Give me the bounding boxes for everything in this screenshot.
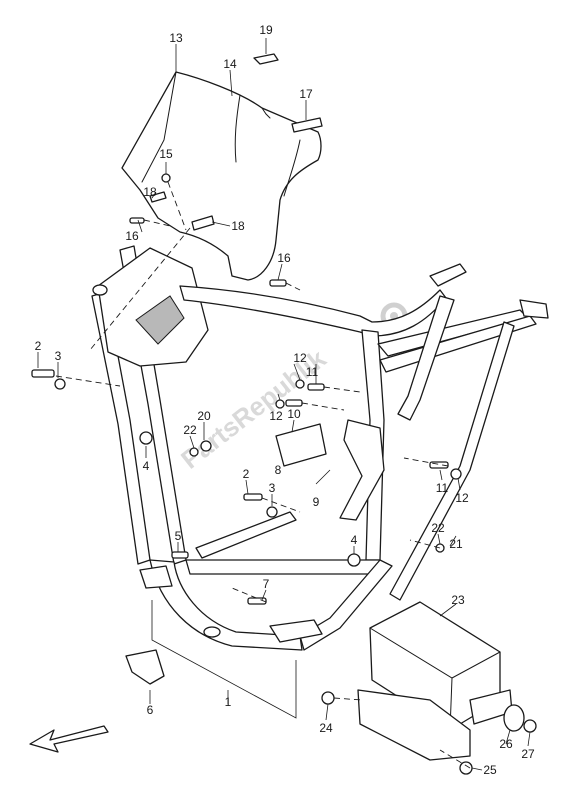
callout-8: 8 <box>275 463 282 477</box>
callout-21: 21 <box>449 537 463 551</box>
callout-12-upper: 12 <box>293 351 307 365</box>
trim-18-lower <box>191 215 215 231</box>
callout-24: 24 <box>319 721 333 735</box>
bracket-8 <box>275 423 327 467</box>
callout-5: 5 <box>175 529 182 543</box>
callout-11-right: 11 <box>436 481 449 495</box>
callout-19: 19 <box>259 23 273 37</box>
callout-18-lower: 18 <box>231 219 245 233</box>
trim-19 <box>253 53 279 65</box>
callout-12-right: 12 <box>455 491 469 505</box>
bracket-9 <box>339 419 385 521</box>
callout-4-mid: 4 <box>351 533 358 547</box>
callout-4-left: 4 <box>143 459 150 473</box>
battery-box <box>357 601 513 761</box>
callout-14: 14 <box>223 57 237 71</box>
callout-22-right: 22 <box>431 521 445 535</box>
side-cover <box>121 71 322 281</box>
fasteners <box>31 173 462 605</box>
callout-18-upper: 18 <box>143 185 157 199</box>
callout-10: 10 <box>287 407 301 421</box>
trim-17 <box>291 117 323 133</box>
callout-16-right: 16 <box>277 251 291 265</box>
callout-20: 20 <box>197 409 211 423</box>
front-arrow-icon <box>29 725 109 753</box>
callout-11-upper: 11 <box>306 365 319 379</box>
bolt-24 <box>321 691 335 705</box>
trim-18-upper <box>149 191 167 203</box>
callout-2-mid: 2 <box>243 467 250 481</box>
callout-26: 26 <box>499 737 513 751</box>
callout-25: 25 <box>483 763 497 777</box>
leader-lines <box>37 38 531 771</box>
callout-3-mid: 3 <box>269 481 276 495</box>
callout-15: 15 <box>159 147 173 161</box>
callout-9: 9 <box>313 495 320 509</box>
bracket-5 <box>139 565 173 589</box>
main-frame <box>91 245 549 651</box>
callout-13: 13 <box>169 31 183 45</box>
rubber-mount-26 <box>503 704 525 732</box>
bolt-25 <box>459 761 473 775</box>
bracket-6 <box>125 649 165 685</box>
callout-1: 1 <box>225 695 232 709</box>
frame-callout-box <box>151 600 297 719</box>
callout-6: 6 <box>147 703 154 717</box>
callout-labels: 13 14 19 17 15 18 18 16 16 2 3 4 20 22 1… <box>35 23 535 777</box>
callout-7: 7 <box>263 577 270 591</box>
assembly-lines <box>55 181 471 769</box>
callout-23: 23 <box>451 593 465 607</box>
callout-12-mid: 12 <box>269 409 283 423</box>
nut-27 <box>523 719 537 733</box>
callout-22-left: 22 <box>183 423 197 437</box>
callout-3-left: 3 <box>55 349 62 363</box>
callout-2-left: 2 <box>35 339 42 353</box>
callout-17: 17 <box>299 87 313 101</box>
callout-27: 27 <box>521 747 535 761</box>
callout-16-left: 16 <box>125 229 139 243</box>
